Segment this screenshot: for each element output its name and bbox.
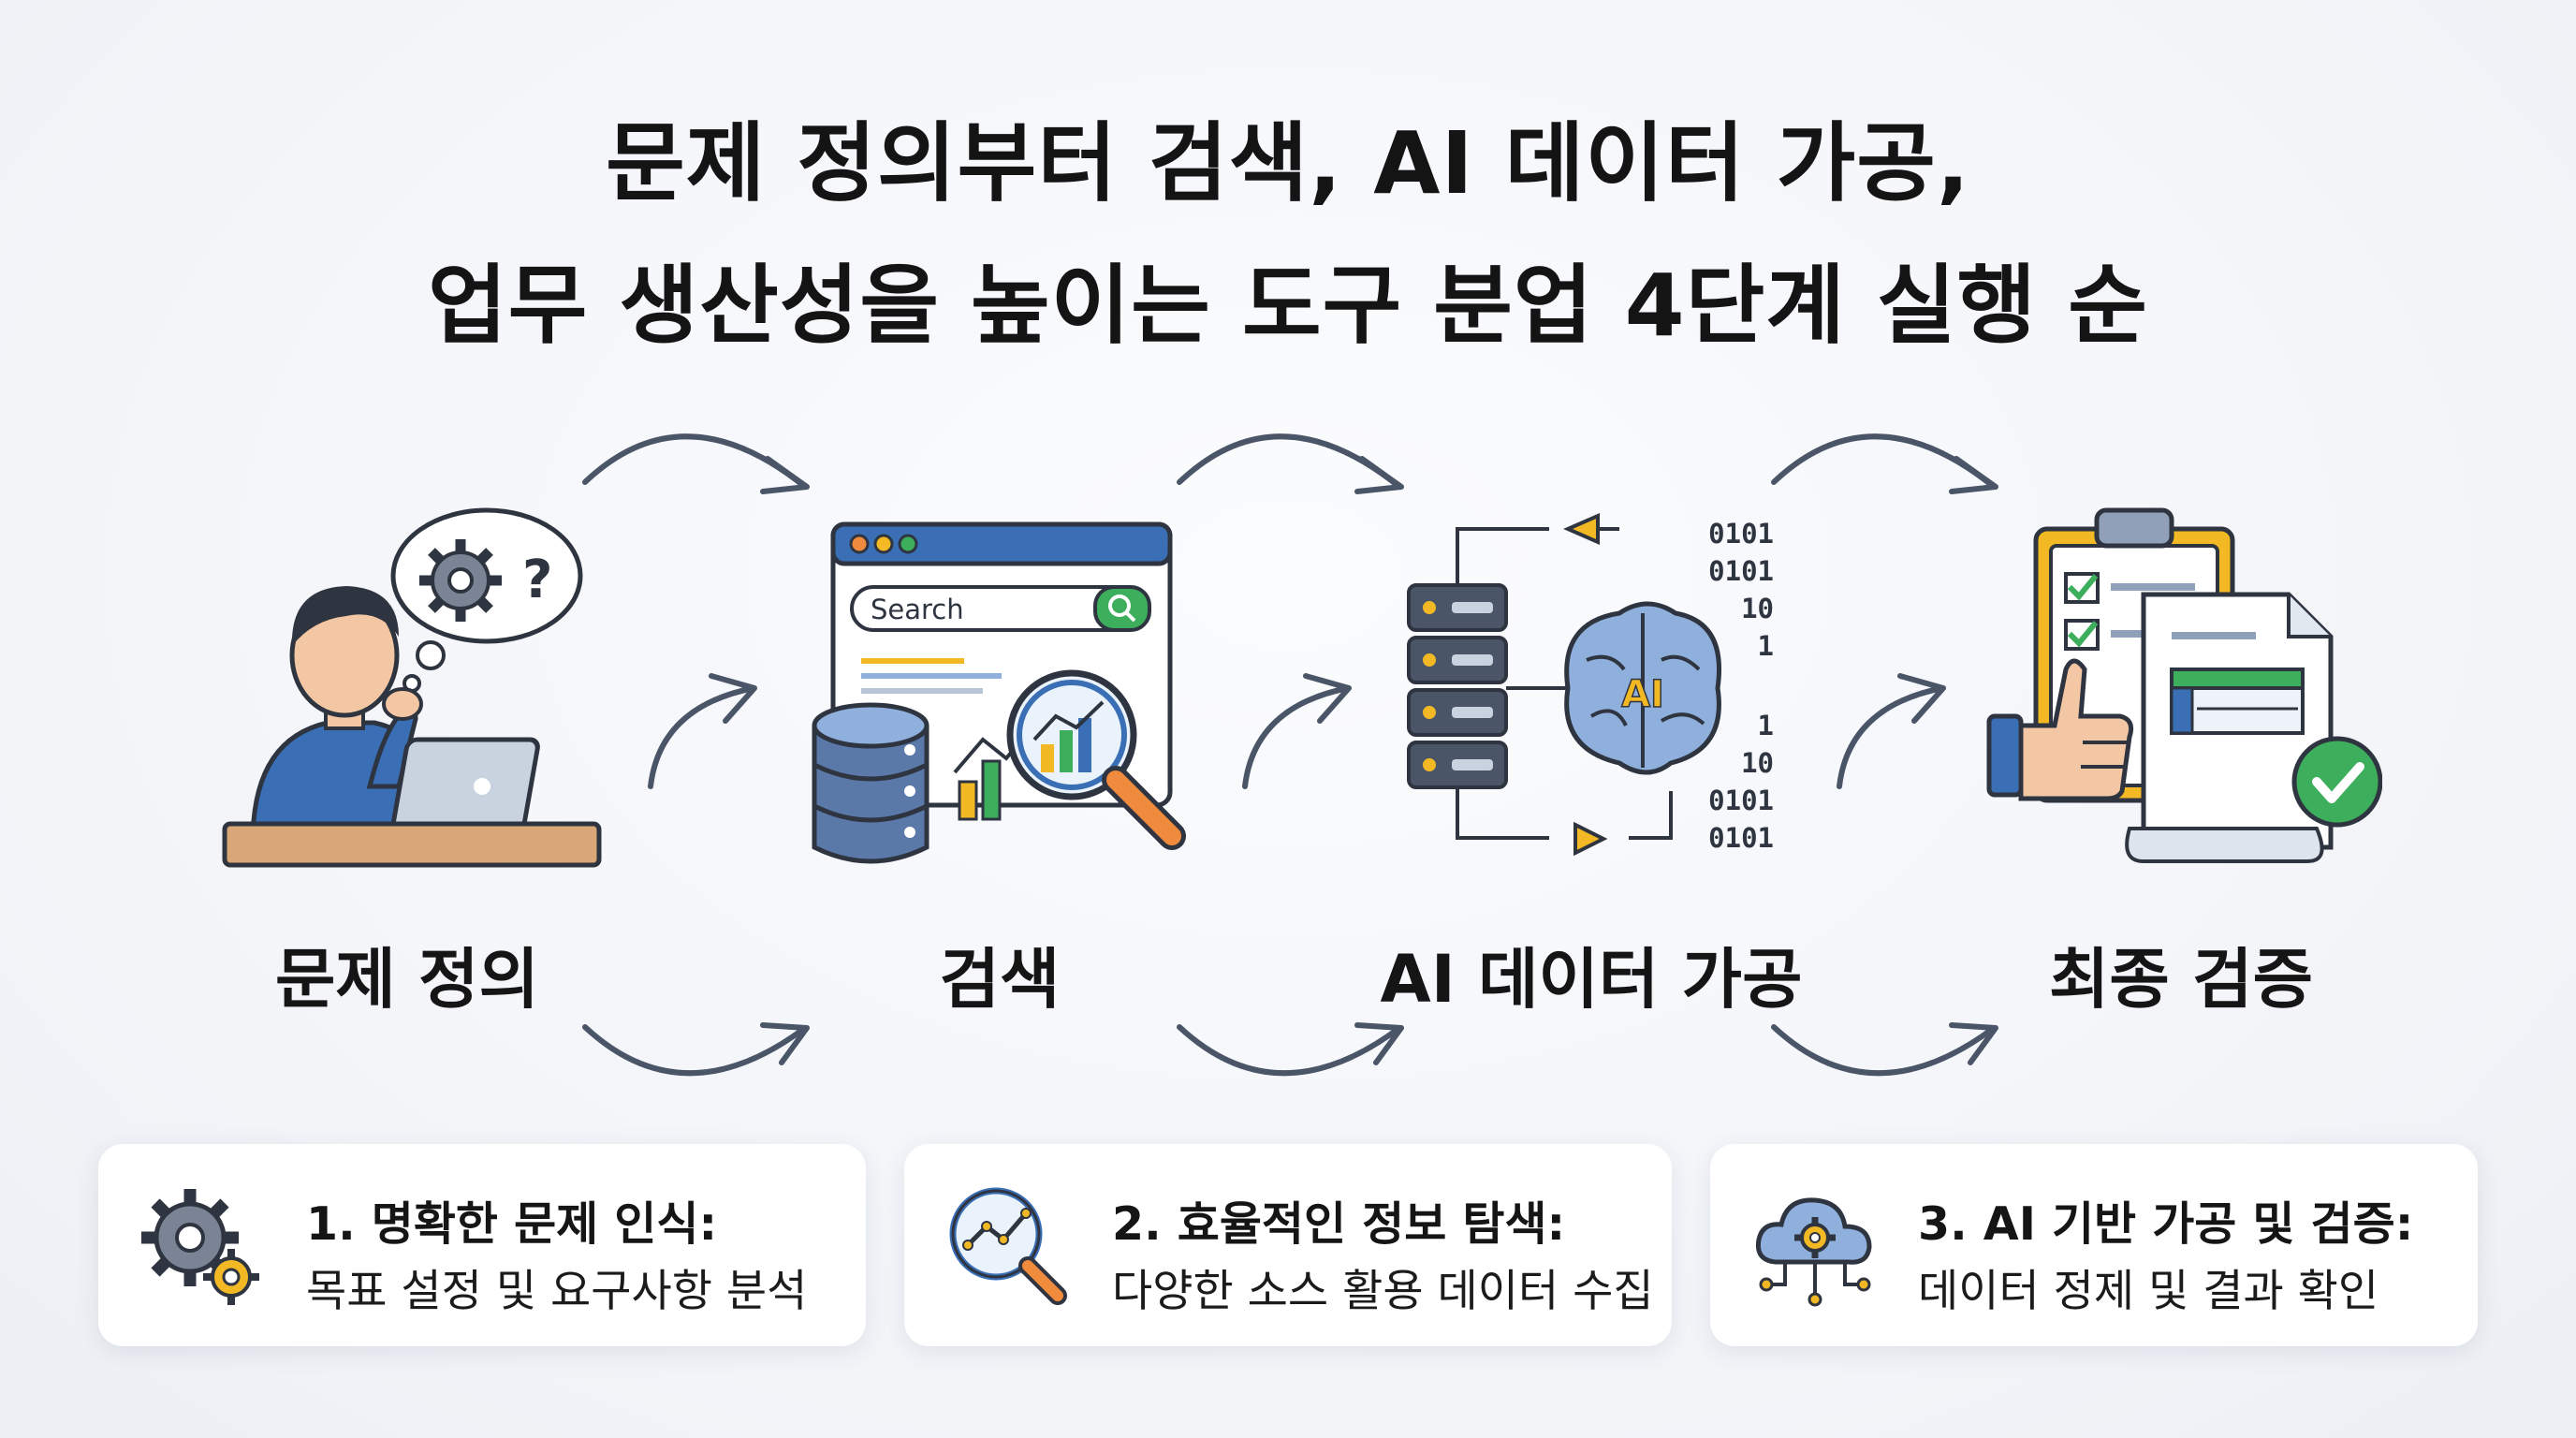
- play-triangle-left: [1563, 512, 1600, 546]
- svg-text:1: 1: [1758, 710, 1774, 741]
- stage-label-ai-data-processing: AI 데이터 가공: [1380, 941, 1803, 1018]
- thought-bubble: ?: [390, 507, 583, 693]
- magnifier-chart-icon: [949, 1187, 1067, 1305]
- arrow-mid-3: [1837, 685, 1945, 789]
- page-title-line-1: 문제 정의부터 검색, AI 데이터 가공,: [606, 113, 1970, 213]
- svg-text:0101: 0101: [1708, 822, 1774, 854]
- arrow-bottom-1: [582, 1024, 808, 1077]
- data-flow-arrows: [1456, 527, 1673, 840]
- svg-text:10: 10: [1741, 747, 1774, 779]
- card-3-desc: 데이터 정제 및 결과 확인: [1918, 1266, 2379, 1317]
- flow-arrows: [582, 433, 1998, 1077]
- magnifier-icon: [1006, 669, 1186, 850]
- ai-brain-text: AI: [1621, 673, 1664, 716]
- stage-label-problem-definition: 문제 정의: [275, 941, 539, 1018]
- document-icon: [2125, 592, 2334, 863]
- database-icon: [812, 702, 929, 864]
- binary-code-text: 0101 0101 10 1 1 10 0101 0101: [1708, 518, 1774, 854]
- desk: [222, 821, 602, 868]
- card-1-desc: 목표 설정 및 요구사항 분석: [306, 1266, 808, 1317]
- arrow-mid-1: [648, 685, 756, 789]
- search-icon: [1108, 594, 1131, 617]
- gear-icon: [419, 539, 502, 622]
- card-3-title: 3. AI 기반 가공 및 검증:: [1918, 1197, 2414, 1251]
- card-2-title: 2. 효율적인 정보 탐색:: [1112, 1197, 1566, 1251]
- arrow-mid-2: [1242, 685, 1351, 789]
- card-2-desc: 다양한 소스 활용 데이터 수집: [1112, 1266, 1654, 1317]
- server-rack-icon: [1407, 583, 1508, 789]
- stage-label-final-verification: 최종 검증: [2049, 941, 2313, 1018]
- bar-chart-icon: [953, 728, 1032, 821]
- svg-text:0101: 0101: [1708, 785, 1774, 816]
- gears-icon: [141, 1189, 259, 1305]
- svg-text:10: 10: [1741, 593, 1774, 624]
- question-mark: ?: [522, 550, 552, 610]
- summary-card-2: 2. 효율적인 정보 탐색: 다양한 소스 활용 데이터 수집: [904, 1144, 1672, 1346]
- arrow-bottom-3: [1771, 1024, 1997, 1077]
- ai-brain-icon: AI: [1564, 601, 1721, 775]
- svg-text:1: 1: [1758, 630, 1774, 662]
- search-browser-database-icon: Search: [812, 521, 1186, 864]
- page-title-line-2: 업무 생산성을 높이는 도구 분업 4단계 실행 순: [428, 256, 2148, 356]
- svg-text:0101: 0101: [1708, 518, 1774, 550]
- summary-card-3: 3. AI 기반 가공 및 검증: 데이터 정제 및 결과 확인: [1710, 1144, 2478, 1346]
- cloud-network-gear-icon: [1755, 1197, 1872, 1307]
- server-ai-brain-icon: AI 0101 0101 10 1 1 10 0101 0101: [1407, 512, 1774, 857]
- check-circle-icon: [2291, 736, 2382, 828]
- arrow-bottom-2: [1177, 1024, 1402, 1077]
- stage-label-search: 검색: [939, 941, 1061, 1018]
- checklist-document-approval-icon: [1986, 507, 2382, 863]
- person-thinking-laptop-icon: ?: [222, 507, 602, 868]
- search-box-text: Search: [871, 594, 964, 625]
- summary-card-1: 1. 명확한 문제 인식: 목표 설정 및 요구사항 분석: [98, 1144, 866, 1346]
- svg-text:0101: 0101: [1708, 555, 1774, 587]
- thumbs-up-icon: [1986, 658, 2134, 801]
- play-triangle-right: [1573, 821, 1608, 857]
- card-1-title: 1. 명확한 문제 인식:: [306, 1197, 718, 1251]
